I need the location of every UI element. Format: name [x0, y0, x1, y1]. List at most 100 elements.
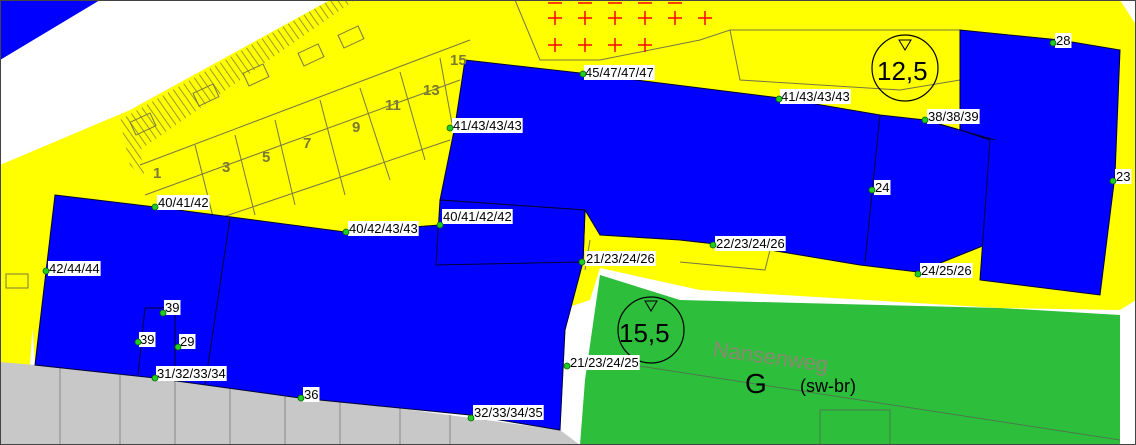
height-marker-2: 15,5 — [617, 296, 685, 364]
label-background — [164, 300, 181, 315]
survey-point — [297, 394, 305, 402]
zone-grey — [0, 362, 580, 445]
elevation-label-text: 40/41/42 — [158, 195, 209, 210]
elevation-label-text: 45/47/47/47 — [585, 65, 654, 80]
elevation-label: 42/44/44 — [42, 261, 101, 276]
height-marker-1: 12,5 — [871, 34, 939, 102]
elevation-label: 38/38/39 — [921, 109, 980, 124]
survey-point — [342, 228, 350, 236]
survey-point — [921, 116, 929, 124]
elevation-label: 29 — [174, 334, 196, 351]
elevation-labels: 28 45/47/47/47 41/43/43/43 38/38/39 41/43/43… — [42, 33, 1132, 422]
zone-green — [580, 275, 1120, 445]
elevation-label-text: 41/43/43/43 — [781, 89, 850, 104]
survey-point — [467, 414, 475, 422]
survey-point — [159, 309, 167, 317]
elevation-label: 21/23/24/25 — [563, 355, 640, 370]
elevation-label-text: 32/33/34/35 — [474, 405, 543, 420]
label-background — [303, 387, 320, 402]
elevation-label-text: 42/44/44 — [49, 261, 100, 276]
elevation-label-text: 21/23/24/25 — [570, 355, 639, 370]
survey-point — [436, 221, 444, 229]
zone-yellow-left — [0, 280, 35, 365]
elevation-label-text: 29 — [180, 334, 194, 349]
elevation-label-text: 23 — [1116, 169, 1130, 184]
label-background — [569, 355, 640, 370]
label-background — [48, 261, 101, 276]
label-background — [1115, 169, 1132, 184]
survey-point — [174, 343, 182, 351]
height-value: 15,5 — [619, 318, 670, 348]
label-background — [1055, 33, 1072, 48]
red-cross-pattern — [548, 2, 712, 52]
survey-point — [42, 267, 50, 275]
elevation-label: 39 — [159, 300, 181, 317]
hatched-strip-end — [120, 120, 145, 180]
plot-numbers: 1 3 5 7 9 11 13 15 — [153, 52, 467, 182]
plot-number: 13 — [423, 82, 440, 99]
zone-code: (sw-br) — [800, 376, 856, 396]
elevation-label: 39 — [134, 332, 156, 347]
elevation-label: 24/25/26 — [914, 263, 973, 278]
plot-number: 3 — [222, 159, 230, 176]
survey-point — [578, 258, 586, 266]
survey-point — [134, 338, 142, 346]
elevation-label-text: 40/41/42/42 — [443, 209, 512, 224]
elevation-label-text: 40/42/43/43 — [349, 221, 418, 236]
hatched-strip — [120, 0, 355, 150]
survey-point — [709, 241, 717, 249]
elevation-label-text: 36 — [304, 387, 318, 402]
elevation-label: 21/23/24/26 — [578, 251, 656, 266]
elevation-label: 40/41/42/42 — [436, 209, 513, 229]
label-background — [920, 263, 973, 278]
label-background — [927, 109, 980, 124]
elevation-label-text: 24/25/26 — [921, 263, 972, 278]
grey-parcel-lines — [59, 368, 451, 445]
label-background — [585, 251, 656, 266]
plot-number: 9 — [352, 119, 360, 136]
elevation-label: 41/43/43/43 — [446, 118, 523, 133]
height-value: 12,5 — [877, 56, 928, 86]
elevation-label: 28 — [1049, 33, 1072, 48]
elevation-label-text: 22/23/24/26 — [716, 236, 785, 251]
survey-point — [563, 362, 571, 370]
elevation-label-text: 21/23/24/26 — [586, 251, 655, 266]
elevation-label: 32/33/34/35 — [467, 405, 544, 422]
elevation-label-text: 41/43/43/43 — [453, 118, 522, 133]
label-background — [715, 236, 786, 251]
elevation-label: 31/32/33/34 — [151, 366, 227, 382]
parcel-lines — [5, 0, 961, 289]
label-background — [874, 180, 891, 195]
elevation-label: 40/41/42 — [151, 195, 210, 211]
label-background — [780, 89, 851, 104]
elevation-label-text: 38/38/39 — [928, 109, 979, 124]
elevation-label-text: 39 — [140, 332, 154, 347]
plot-number: 7 — [303, 135, 311, 152]
survey-point — [151, 203, 159, 211]
label-background — [348, 221, 419, 236]
plot-number: 11 — [385, 97, 401, 114]
elevation-label-text: 28 — [1056, 33, 1070, 48]
survey-point — [1109, 177, 1117, 185]
survey-point — [914, 270, 922, 278]
zone-letter: G — [745, 368, 767, 399]
label-background — [584, 65, 655, 80]
label-background — [139, 332, 156, 347]
label-background — [157, 195, 210, 210]
building-corner-top-left — [0, 0, 100, 60]
label-background — [156, 366, 227, 381]
label-background — [452, 118, 523, 133]
elevation-label-text: 31/32/33/34 — [157, 366, 226, 381]
survey-point — [868, 186, 876, 194]
plot-number: 1 — [153, 165, 161, 182]
survey-point — [579, 70, 587, 78]
elevation-label: 41/43/43/43 — [775, 89, 851, 104]
plot-number: 5 — [262, 149, 270, 166]
elevation-label: 40/42/43/43 — [342, 221, 419, 236]
green-parcel-lines — [599, 359, 1121, 445]
elevation-label: 23 — [1109, 169, 1132, 185]
elevation-label: 45/47/47/47 — [579, 65, 655, 80]
survey-point — [446, 124, 454, 132]
